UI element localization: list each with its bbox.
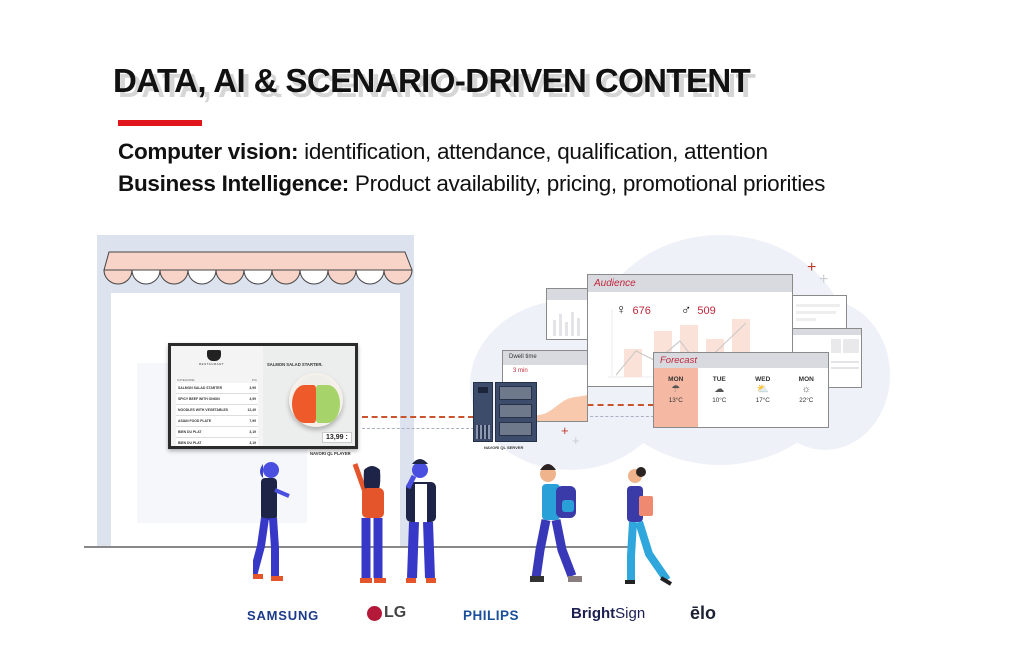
man-with-backpack-figure — [530, 464, 582, 582]
bullet-computer-vision: Computer vision: identification, attenda… — [118, 139, 768, 165]
player-label: NAVORI QL PLAYER — [310, 451, 351, 456]
woman-on-phone-figure — [625, 467, 673, 586]
featured-dish-title: SALMON SALAD STARTER. — [267, 362, 323, 367]
plus-decoration: + — [561, 423, 569, 438]
forecast-title: Forecast — [654, 353, 828, 368]
server-label: NAVORI QL SERVER — [484, 445, 524, 450]
bullet-text: Product availability, pricing, promotion… — [348, 171, 826, 196]
server-unit — [495, 382, 537, 442]
connection-line-grey — [580, 416, 654, 417]
female-count: 676 — [632, 305, 651, 317]
forecast-temp: 17°C — [755, 397, 770, 404]
forecast-day: MON ☂ 13°C — [654, 368, 698, 427]
mini-bar-chart — [553, 312, 580, 336]
featured-price: 13,99 : — [322, 432, 352, 443]
forecast-day: WED ⛅ 17°C — [741, 368, 785, 427]
brightsign-logo: BrightSign — [571, 605, 646, 622]
title-block: DATA, AI & SCENARIO-DRIVEN CONTENT DATA,… — [113, 62, 756, 104]
man-thinking-figure — [405, 459, 436, 583]
plus-decoration: + — [819, 271, 829, 288]
lg-emblem-icon — [367, 605, 382, 621]
page-title: DATA, AI & SCENARIO-DRIVEN CONTENT — [113, 62, 751, 99]
male-count-stat: ♂ 509 — [681, 301, 716, 317]
forecast-panel: Forecast MON ☂ 13°C TUE ☁ 10°C WED ⛅ 17°… — [653, 352, 829, 428]
samsung-logo: SAMSUNG — [247, 608, 320, 623]
rain-cloud-icon: ☂ — [671, 384, 681, 395]
restaurant-logo-text: RESTAURANT — [199, 362, 225, 366]
philips-logo: PHILIPS — [463, 608, 520, 623]
accent-bar — [118, 120, 202, 126]
plus-decoration: + — [807, 259, 817, 276]
ground-line — [84, 546, 632, 548]
male-icon: ♂ — [680, 301, 692, 317]
dwell-time-value: 3 min — [513, 368, 528, 374]
bullet-text: identification, attendance, qualificatio… — [298, 139, 768, 164]
digital-signage-screen: RESTAURANT CATEGORIE Prix SALMON SALAD S… — [168, 343, 358, 449]
sun-icon: ☼ — [801, 384, 811, 395]
plus-decoration: + — [572, 433, 580, 448]
forecast-temp: 13°C — [668, 397, 683, 404]
forecast-day: TUE ☁ 10°C — [698, 368, 742, 427]
connection-line-orange — [537, 404, 654, 406]
menu-list: RESTAURANT CATEGORIE Prix SALMON SALAD S… — [171, 346, 263, 446]
poke-bowl-image — [289, 373, 343, 427]
forecast-day: MON ☼ 22°C — [785, 368, 829, 427]
connection-line-grey — [362, 428, 474, 429]
forecast-temp: 10°C — [712, 397, 727, 404]
background-text-panel — [792, 295, 847, 331]
restaurant-logo-icon — [207, 350, 221, 361]
server-rack — [473, 382, 537, 442]
partly-cloudy-icon: ⛅ — [756, 384, 769, 395]
partner-logos: SAMSUNG LG PHILIPS BrightSign ēlo — [0, 603, 1024, 627]
bullet-business-intelligence: Business Intelligence: Product availabil… — [118, 171, 825, 197]
elo-logo: ēlo — [690, 603, 717, 623]
drizzle-icon: ☁ — [714, 384, 725, 395]
audience-title: Audience — [588, 275, 792, 292]
female-icon: ♀ — [616, 301, 627, 317]
woman-with-phone-figure — [253, 462, 290, 581]
title-shadow: DATA, AI & SCENARIO-DRIVEN CONTENT — [118, 67, 756, 104]
female-count-stat: ♀ 676 — [616, 301, 651, 317]
server-tower — [473, 382, 493, 442]
audience-stats: ♀ 676 ♂ 509 — [616, 301, 716, 317]
connection-line-orange — [362, 416, 474, 418]
awning — [103, 251, 413, 285]
forecast-days: MON ☂ 13°C TUE ☁ 10°C WED ⛅ 17°C MON ☼ 2… — [654, 368, 828, 427]
male-count: 509 — [697, 305, 716, 317]
dwell-time-title: Dwell time — [503, 351, 587, 365]
forecast-temp: 22°C — [799, 397, 814, 404]
woman-pointing-figure — [352, 463, 386, 583]
lg-logo: LG — [367, 604, 406, 622]
bullet-label: Computer vision: — [118, 139, 299, 164]
bullet-label: Business Intelligence: — [118, 171, 349, 196]
menu-header: CATEGORIE Prix — [177, 378, 257, 382]
